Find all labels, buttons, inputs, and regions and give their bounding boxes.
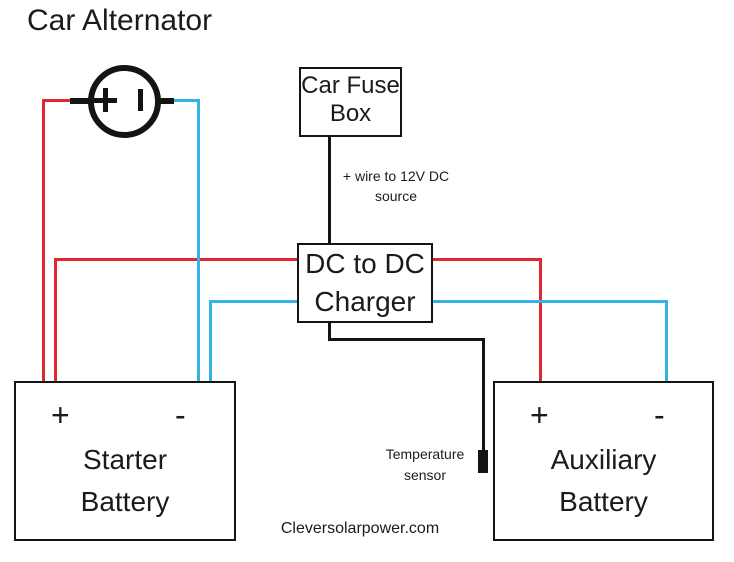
- wire-starter-positive-to-charger-horizontal: [54, 258, 298, 261]
- aux-battery-name: Auxiliary Battery: [495, 439, 712, 523]
- minus-terminal-icon: [138, 89, 143, 111]
- watermark-text: Cleversolarpower.com: [280, 520, 440, 537]
- wire-alternator-to-starter-positive: [42, 99, 45, 381]
- diagram-title: Car Alternator: [27, 4, 213, 37]
- alternator-right-terminal: [157, 98, 174, 104]
- alternator-left-terminal: [70, 98, 90, 104]
- temperature-sensor-icon: [478, 450, 488, 473]
- dc-dc-charger-box: DC to DC Charger: [297, 243, 433, 323]
- starter-battery-name-line1: Starter: [82, 444, 168, 475]
- wire-starter-negative-to-charger-vertical: [209, 300, 212, 381]
- temperature-sensor-label: Temperature sensor: [360, 444, 490, 486]
- starter-battery-negative-terminal: -: [175, 397, 186, 433]
- wire-charger-sensor-down: [328, 321, 331, 341]
- wire-charger-to-aux-negative-horizontal: [432, 300, 668, 303]
- wire-annotation-line2: source: [374, 188, 418, 204]
- starter-battery-box: + - Starter Battery: [14, 381, 236, 541]
- wire-alternator-to-starter-negative: [197, 99, 200, 381]
- wire-starter-positive-to-charger-vertical: [54, 258, 57, 381]
- fuse-box-label-line2: Box: [329, 100, 372, 127]
- fuse-box-label-line1: Car Fuse: [301, 72, 400, 99]
- aux-battery-negative-terminal: -: [654, 397, 665, 433]
- wire-charger-to-aux-positive-vertical: [539, 258, 542, 381]
- charger-label-line2: Charger: [314, 286, 416, 317]
- plus-icon: [103, 88, 108, 112]
- aux-battery-name-line1: Auxiliary: [550, 444, 657, 475]
- aux-battery-name-line2: Battery: [559, 486, 648, 517]
- charger-label-line1: DC to DC: [305, 248, 425, 279]
- wire-annotation-line1: + wire to 12V DC: [342, 168, 450, 184]
- starter-battery-positive-terminal: +: [51, 397, 70, 433]
- wire-alternator-negative-stub: [172, 99, 200, 102]
- starter-battery-name: Starter Battery: [16, 439, 234, 523]
- wire-starter-negative-to-charger-horizontal: [209, 300, 298, 303]
- temperature-sensor-label-line1: Temperature: [385, 446, 465, 462]
- auxiliary-battery-box: + - Auxiliary Battery: [493, 381, 714, 541]
- wire-charger-to-aux-negative-vertical: [665, 300, 668, 381]
- starter-battery-name-line2: Battery: [80, 486, 170, 517]
- wire-charger-to-aux-positive-horizontal: [432, 258, 542, 261]
- wire-charger-sensor-horizontal: [328, 338, 485, 341]
- temperature-sensor-label-line2: sensor: [403, 467, 447, 483]
- wire-annotation: + wire to 12V DC source: [330, 166, 462, 206]
- wire-fusebox-to-charger: [328, 137, 331, 244]
- aux-battery-positive-terminal: +: [530, 397, 549, 433]
- wire-alternator-positive-stub: [42, 99, 73, 102]
- car-fuse-box: Car Fuse Box: [299, 67, 402, 137]
- wire-sensor-vertical: [482, 338, 485, 453]
